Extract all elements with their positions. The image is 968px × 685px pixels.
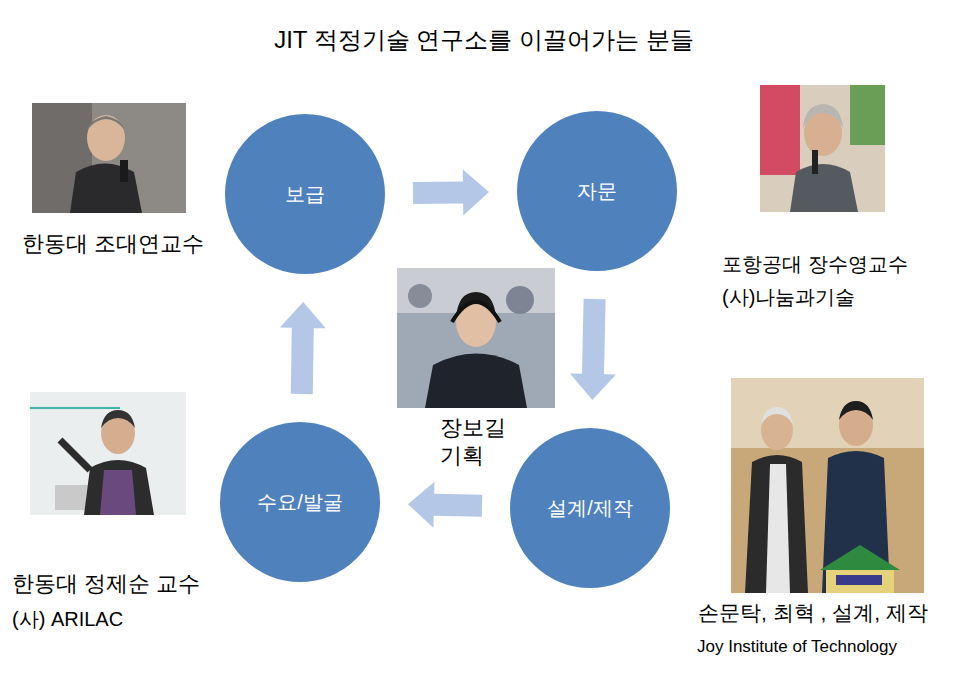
person-caption: 한동대 정제순 교수 — [12, 570, 200, 598]
flow-arrow — [413, 169, 489, 215]
flow-arrow — [570, 299, 616, 400]
portrait-photo — [30, 392, 186, 515]
person-caption: 손문탁, 최혁 , 설계, 제작 — [698, 600, 928, 626]
process-circle: 자문 — [517, 111, 677, 271]
role-caption: 장보길 기획 — [440, 414, 518, 469]
portrait-photo — [32, 103, 186, 213]
circle-label: 보급 — [285, 181, 325, 208]
circle-label: 자문 — [577, 178, 617, 205]
process-circle: 수요/발굴 — [220, 422, 380, 582]
person-caption: (사) ARILAC — [12, 607, 123, 632]
person-caption: (사)나눔과기술 — [722, 285, 855, 310]
person-caption: 한동대 조대연교수 — [22, 230, 204, 258]
diagram-title: JIT 적정기술 연구소를 이끌어가는 분들 — [0, 24, 968, 56]
group-photo — [731, 378, 924, 593]
flow-arrow — [280, 302, 326, 394]
process-circle: 보급 — [225, 114, 385, 274]
circle-label: 설계/제작 — [547, 495, 633, 522]
circle-label: 수요/발굴 — [257, 489, 343, 516]
flow-arrow — [408, 482, 482, 528]
portrait-photo — [760, 85, 885, 212]
portrait-photo — [397, 268, 555, 408]
person-caption: 포항공대 장수영교수 — [722, 252, 908, 277]
process-circle: 설계/제작 — [510, 428, 670, 588]
person-caption: Joy Institute of Technology — [697, 636, 897, 657]
